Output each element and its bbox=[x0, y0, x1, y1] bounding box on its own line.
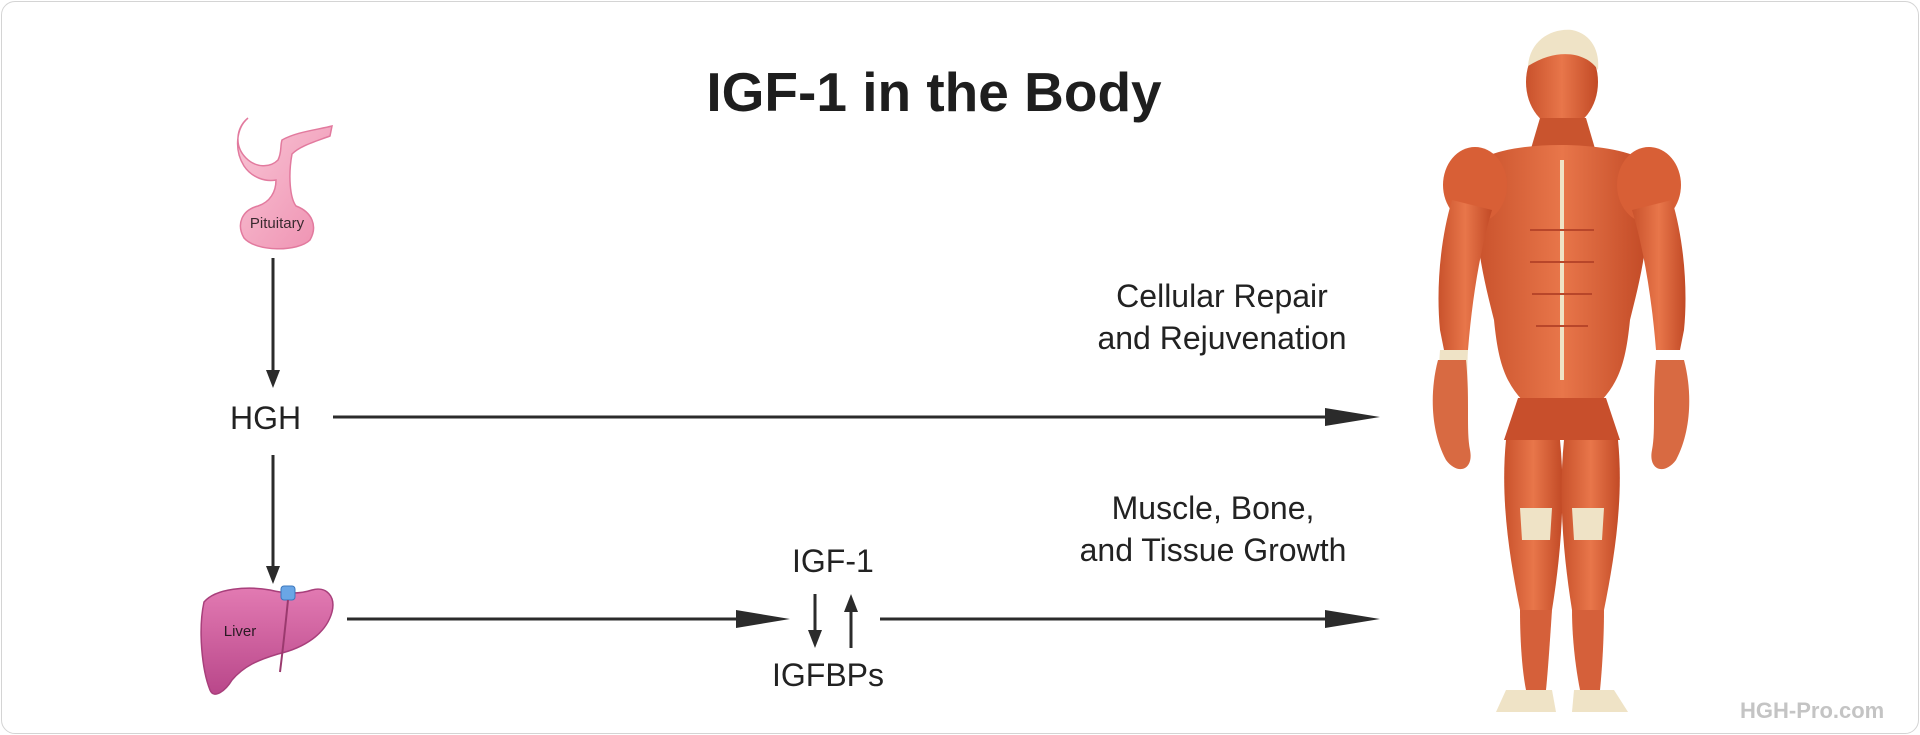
effect-cellular-line1: Cellular Repair bbox=[1116, 278, 1328, 314]
arrow-pituitary-to-hgh bbox=[266, 258, 280, 388]
igfbps-label: IGFBPs bbox=[772, 657, 885, 693]
watermark: HGH-Pro.com bbox=[1740, 698, 1885, 723]
arrow-igf1-to-body bbox=[880, 610, 1380, 628]
liver-icon: Liver bbox=[200, 585, 334, 695]
pituitary-gland-icon: Pituitary bbox=[236, 117, 333, 250]
gallbladder-icon bbox=[280, 585, 296, 601]
arrow-liver-to-igf1 bbox=[347, 610, 790, 628]
hgh-label: HGH bbox=[230, 400, 302, 436]
arrow-hgh-to-liver bbox=[266, 455, 280, 584]
effect-muscle-line2: and Tissue Growth bbox=[1079, 532, 1347, 568]
human-muscle-figure bbox=[1432, 29, 1690, 712]
liver-label: Liver bbox=[224, 623, 257, 640]
effect-cellular-line2: and Rejuvenation bbox=[1097, 320, 1347, 356]
arrow-igfbps-to-igf1 bbox=[844, 594, 858, 648]
arrow-igf1-to-igfbps bbox=[808, 594, 822, 648]
arrow-hgh-to-body bbox=[333, 408, 1380, 426]
effect-muscle-line1: Muscle, Bone, bbox=[1111, 490, 1315, 526]
igf1-label: IGF-1 bbox=[792, 543, 874, 579]
page-title: IGF-1 in the Body bbox=[706, 61, 1162, 123]
pituitary-label: Pituitary bbox=[250, 215, 305, 232]
